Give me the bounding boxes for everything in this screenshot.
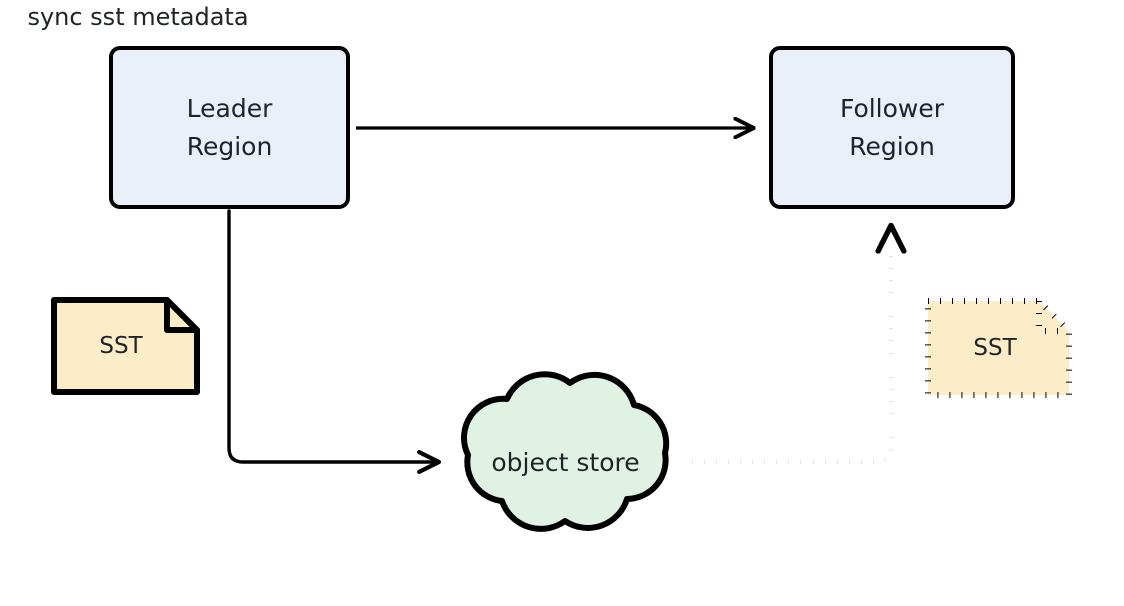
sst-left-fold-icon <box>164 297 200 333</box>
sst-left-note[interactable] <box>51 297 200 395</box>
follower-region-box[interactable] <box>769 46 1015 209</box>
leader-region-box[interactable] <box>109 46 350 209</box>
edge-fetch-line <box>692 228 891 465</box>
edge-sync-label-wrapper: sync sst metadata <box>0 0 276 34</box>
object-store-cloud[interactable] <box>461 371 670 532</box>
edge-sync-label-text: sync sst metadata <box>17 2 259 32</box>
edge-upload-line <box>227 209 437 462</box>
sst-right-note[interactable] <box>925 298 1072 398</box>
